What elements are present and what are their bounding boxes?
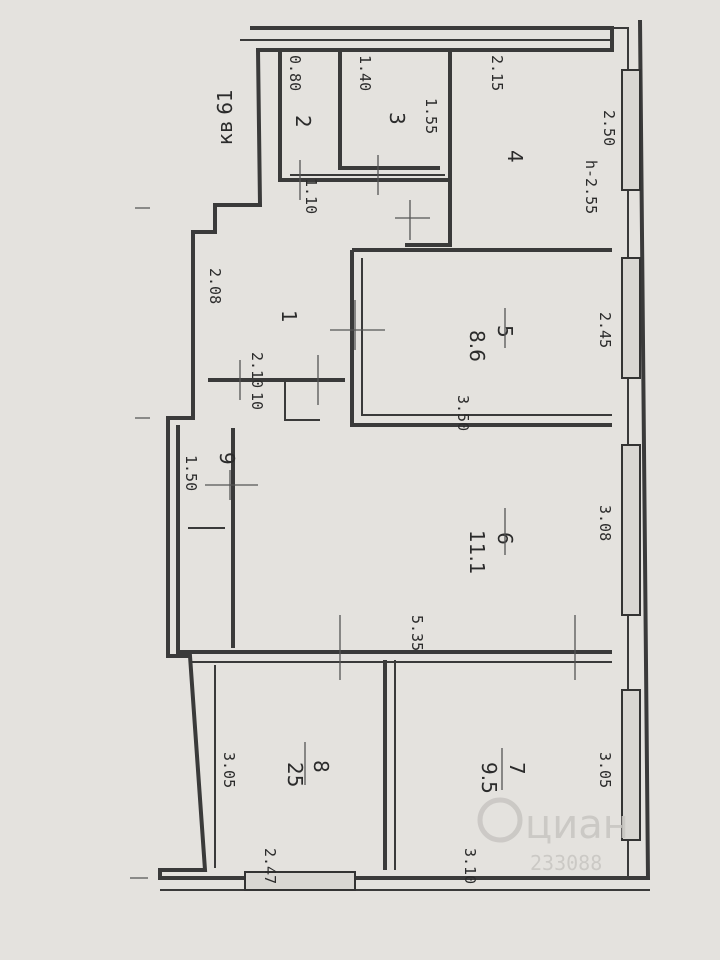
door-marks — [130, 155, 576, 879]
room-4-number: 4 — [503, 150, 527, 163]
dim-215: 2.15 — [488, 55, 506, 91]
dim-140: 1.40 — [356, 55, 374, 91]
window-room-6 — [621, 444, 641, 616]
room-labels: 2 3 4 1 5 8.6 6 11.1 7 9.5 8 25 9 — [215, 112, 529, 794]
dim-535: 5.35 — [408, 615, 426, 651]
dim-310: 3.10 — [461, 848, 479, 884]
watermark: циан 233088 — [477, 797, 629, 875]
watermark-id: 233088 — [530, 851, 602, 875]
watermark-pin-icon — [477, 797, 523, 843]
dim-250: 2.50 — [600, 110, 618, 146]
dim-350: 3.50 — [454, 395, 472, 431]
door-mark — [239, 355, 319, 405]
room-6-area: 11.1 — [465, 530, 489, 575]
dim-305-left: 3.05 — [220, 752, 238, 788]
watermark-text: циан — [525, 802, 629, 848]
door-mark — [330, 300, 385, 350]
interior-walls — [176, 50, 612, 870]
door-mark — [395, 200, 430, 240]
room-3-number: 3 — [385, 112, 409, 125]
dimension-labels: 0.80 1.40 2.15 2.50 1.55 1.10 h-2.55 2.0… — [182, 55, 618, 884]
room-1-number: 1 — [277, 310, 301, 323]
wall-closet — [284, 380, 320, 421]
windows — [244, 69, 641, 891]
dim-305-right: 3.05 — [596, 752, 614, 788]
room-9-number: 9 — [215, 452, 239, 465]
dim-110: 1.10 — [302, 178, 320, 214]
dim-247: 2.47 — [261, 848, 279, 884]
dim-150: 1.50 — [182, 455, 200, 491]
room-2-number: 2 — [291, 115, 315, 128]
dim-208: 2.08 — [206, 268, 224, 304]
wall-room-5 — [350, 250, 612, 427]
ceiling-height: h-2.55 — [582, 160, 600, 214]
dim-308: 3.08 — [596, 505, 614, 541]
room-8-number: 8 — [309, 760, 333, 773]
window-room-4 — [621, 69, 641, 191]
window-room-5 — [621, 257, 641, 379]
wall-room-4-left — [405, 180, 452, 247]
area-fraction-bars — [304, 308, 506, 790]
room-8-area: 25 — [283, 762, 307, 787]
room-5-area: 8.6 — [465, 330, 489, 362]
door-mark — [339, 615, 576, 680]
dim-210: 2.10 — [248, 352, 266, 388]
apartment-label: кв 61 — [213, 89, 237, 145]
wall-rooms-2-3 — [278, 50, 452, 182]
room-7-area: 9.5 — [477, 762, 501, 794]
dim-080: 0.80 — [286, 55, 304, 91]
wall-room-5-inner — [361, 258, 612, 416]
wall-room-3 — [338, 50, 440, 170]
section-marks — [130, 207, 150, 879]
dim-155: 1.55 — [422, 98, 440, 134]
room-7-number: 7 — [505, 762, 529, 775]
dim-245: 2.45 — [596, 312, 614, 348]
window-room-8 — [244, 871, 356, 891]
door-mark — [205, 470, 258, 500]
outer-wall-outline — [158, 19, 651, 880]
dim-10: 10 — [248, 392, 266, 410]
window-room-7 — [621, 689, 641, 841]
